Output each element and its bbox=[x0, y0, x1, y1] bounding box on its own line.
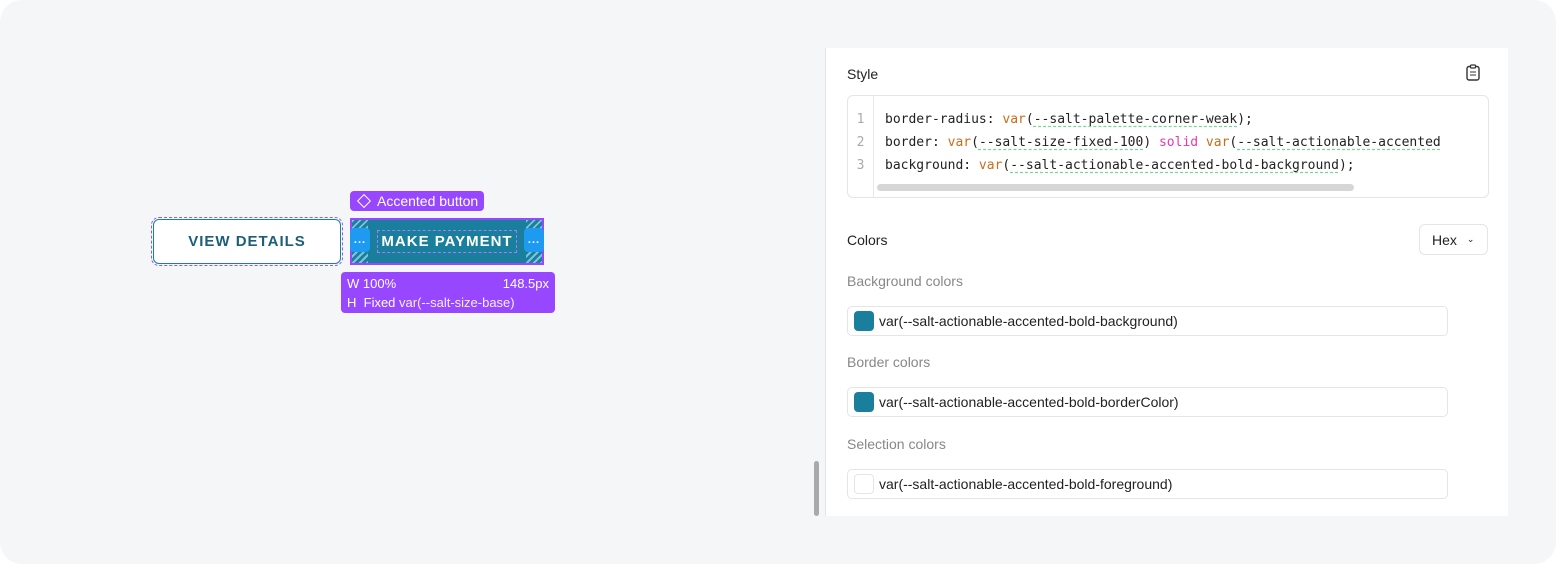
component-tag-label: Accented button bbox=[377, 193, 479, 209]
line-number: 2 bbox=[856, 135, 865, 150]
inspector-panel: Style 1 2 3 border-radius: var(--salt-pa… bbox=[825, 48, 1508, 516]
make-payment-label: MAKE PAYMENT bbox=[377, 230, 517, 253]
color-swatch[interactable] bbox=[854, 392, 874, 412]
color-token: var(--salt-actionable-accented-bold-bord… bbox=[879, 394, 1179, 410]
component-tag[interactable]: Accented button bbox=[350, 191, 485, 211]
view-details-button[interactable]: VIEW DETAILS bbox=[151, 217, 343, 266]
code-line: border: var(--salt-size-fixed-100) solid… bbox=[885, 135, 1441, 150]
resize-handle-right[interactable]: ... bbox=[524, 228, 544, 252]
h-mode: Fixed bbox=[363, 295, 396, 310]
background-color-field[interactable]: var(--salt-actionable-accented-bold-back… bbox=[847, 306, 1448, 336]
line-numbers: 1 2 3 bbox=[848, 96, 874, 197]
chevron-down-icon: ⌄ bbox=[1466, 234, 1475, 244]
color-format-select[interactable]: Hex ⌄ bbox=[1419, 224, 1488, 255]
background-colors-label: Background colors bbox=[847, 273, 963, 289]
make-payment-button[interactable]: ... ... MAKE PAYMENT bbox=[350, 218, 544, 265]
color-format-value: Hex bbox=[1432, 231, 1457, 248]
color-token: var(--salt-actionable-accented-bold-fore… bbox=[879, 476, 1173, 492]
clipboard-icon[interactable] bbox=[1466, 64, 1480, 81]
code-line: background: var(--salt-actionable-accent… bbox=[885, 158, 1355, 173]
code-line: border-radius: var(--salt-palette-corner… bbox=[885, 112, 1253, 127]
colors-title: Colors bbox=[847, 232, 888, 248]
diamond-icon bbox=[356, 193, 372, 209]
line-number: 3 bbox=[856, 158, 865, 173]
border-colors-label: Border colors bbox=[847, 354, 931, 370]
design-canvas: VIEW DETAILS Accented button ... ... MAK… bbox=[151, 191, 555, 313]
dimensions-badge: W 100% 148.5px H Fixed var(--salt-size-ba… bbox=[341, 272, 555, 313]
w-value: 100% bbox=[362, 276, 397, 291]
style-title: Style bbox=[847, 66, 879, 82]
h-label: H bbox=[347, 295, 357, 310]
selection-colors-label: Selection colors bbox=[847, 436, 946, 452]
color-swatch[interactable] bbox=[854, 474, 874, 494]
vertical-scrollbar[interactable] bbox=[814, 461, 819, 516]
color-token: var(--salt-actionable-accented-bold-back… bbox=[879, 313, 1178, 329]
w-label: W bbox=[347, 276, 360, 291]
horizontal-scrollbar[interactable] bbox=[877, 184, 1354, 191]
h-value: var(--salt-size-base) bbox=[399, 295, 515, 310]
border-color-field[interactable]: var(--salt-actionable-accented-bold-bord… bbox=[847, 387, 1448, 417]
resize-handle-left[interactable]: ... bbox=[350, 228, 370, 252]
code-block[interactable]: 1 2 3 border-radius: var(--salt-palette-… bbox=[847, 95, 1489, 198]
selection-color-field[interactable]: var(--salt-actionable-accented-bold-fore… bbox=[847, 469, 1448, 499]
color-swatch[interactable] bbox=[854, 311, 874, 331]
line-number: 1 bbox=[856, 112, 865, 127]
w-px: 148.5px bbox=[502, 276, 549, 291]
